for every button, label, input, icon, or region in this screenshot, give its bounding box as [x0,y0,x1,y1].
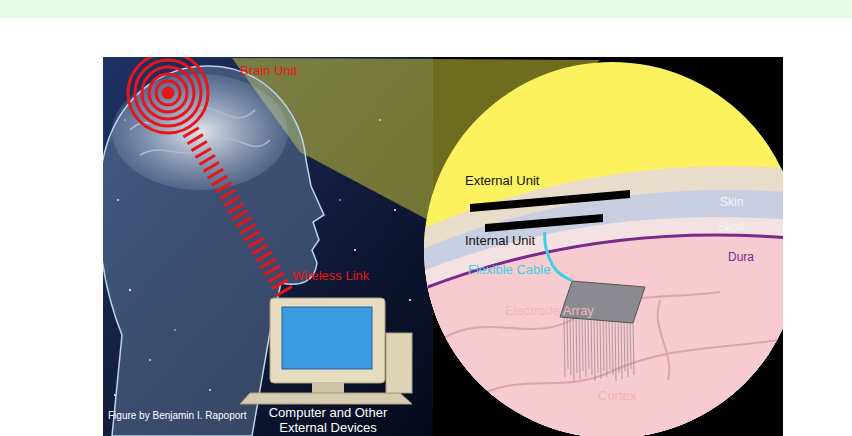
electrode-shank [567,316,568,369]
credit-note: Figure by Benjamin I. Rapoport [108,408,246,423]
connector-label: Wireless Link [292,268,369,283]
electrode-shank [624,320,625,371]
electrode-shank [603,318,604,371]
ring [156,81,180,105]
layer-label: Dura [728,250,754,265]
monitor-stand [312,383,344,393]
skin-layer [415,166,783,436]
cortex-layer [415,235,783,436]
computer-device: Computer and Other External Devices [240,293,415,436]
electrode-shank [612,319,613,375]
node-text: Electrode Array [505,303,594,318]
star [339,199,341,201]
connector-label: Flexible Cable [468,262,550,277]
air-region [415,57,783,436]
electrode-shank [633,321,634,375]
electrode-shank [618,320,619,373]
layer-label: Cortex [598,388,636,403]
electrode-shank [576,316,577,373]
electrode-shank [591,317,592,375]
ring [128,57,208,133]
rings-area [130,55,206,131]
electrode-shank [615,319,616,381]
monitor-screen [282,307,372,369]
electrode-shank [573,316,574,381]
ring [142,67,194,119]
node-text: Internal Unit [465,233,535,248]
star [394,209,396,211]
electrode-shank [600,318,601,379]
electrode-shank [570,316,571,375]
layer-label: Skull [718,220,744,235]
node-text: External Unit [465,173,539,188]
electrode-shank [627,320,628,377]
magnified-section [415,57,783,436]
wireless-link [190,131,285,293]
electrode-shank [582,317,583,371]
internal-unit-bar [485,214,603,232]
subskull-layer [415,217,783,436]
top-band [0,0,852,18]
electrode-shank [579,317,580,379]
node-text: Brain Unit [240,63,297,78]
keyboard [240,393,412,404]
node-text: Computer and Other External Devices [262,405,394,435]
layer-label: Skin [720,195,743,210]
brain-unit: Brain Unit [130,55,206,131]
external-unit-bar [470,190,630,212]
bar-int-shape [485,214,603,232]
ring [163,88,173,98]
external-unit: External Unit [470,190,630,212]
star [354,249,356,251]
electrode-shank [606,319,607,377]
ring [149,74,187,112]
ring [135,60,201,126]
electrode-array: Electrode Array [560,281,645,323]
electrode-shank [621,320,622,379]
electrode-shank [585,317,586,377]
star [409,299,411,301]
electrode-shank [594,318,595,381]
monitor-body [270,298,385,383]
picture-frame [103,57,783,436]
electrode-shank [588,317,589,369]
bar-ext-shape [470,190,630,212]
electrode-shank [609,319,610,369]
electrode-shank [630,321,631,369]
rings-shape [130,55,206,131]
skull-layer [415,190,783,436]
electrode-shank [564,315,565,377]
computer-tower [386,333,412,393]
electrode-shank [597,318,598,373]
signal-rings [128,57,208,133]
internal-unit: Internal Unit [485,214,603,232]
